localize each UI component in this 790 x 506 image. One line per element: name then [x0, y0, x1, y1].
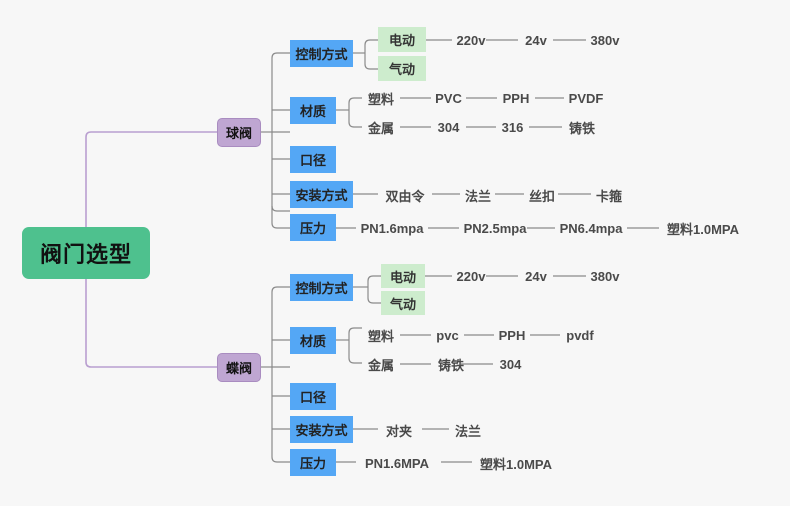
leaf-pn16mpa-diefa[interactable]: PN1.6MPA: [364, 455, 430, 471]
subtopic-jinshu-qiufa[interactable]: 金属: [367, 120, 394, 136]
subtopic-qidong-qiufa[interactable]: 气动: [378, 56, 426, 81]
leaf-24v-diefa[interactable]: 24v: [525, 268, 547, 284]
topic-yali-diefa[interactable]: 压力: [290, 449, 336, 476]
leaf-304-diefa[interactable]: 304: [499, 356, 522, 372]
leaf-pph-qiufa[interactable]: PPH: [502, 90, 530, 106]
leaf-220v-diefa[interactable]: 220v: [456, 268, 486, 284]
leaf-pn64mpa-qiufa[interactable]: PN6.4mpa: [559, 220, 623, 236]
topic-anzhuangfangshi-diefa[interactable]: 安装方式: [290, 416, 353, 443]
subtopic-suliao-diefa[interactable]: 塑料: [367, 328, 394, 344]
subtopic-diandong-diefa[interactable]: 电动: [381, 264, 425, 288]
topic-kongzhifangshi-qiufa[interactable]: 控制方式: [290, 40, 353, 67]
leaf-kagu-qiufa[interactable]: 卡箍: [595, 188, 622, 204]
topic-kongzhifangshi-diefa[interactable]: 控制方式: [290, 274, 353, 301]
leaf-304-qiufa[interactable]: 304: [437, 119, 460, 135]
leaf-pvc-qiufa[interactable]: PVC: [435, 90, 462, 106]
branch-node-qiufa[interactable]: 球阀: [217, 118, 261, 147]
leaf-falan-qiufa[interactable]: 法兰: [464, 188, 491, 204]
subtopic-jinshu-diefa[interactable]: 金属: [367, 357, 394, 373]
leaf-pph-diefa[interactable]: PPH: [498, 327, 526, 343]
leaf-pn25mpa-qiufa[interactable]: PN2.5mpa: [463, 220, 527, 236]
leaf-pn16mpa-qiufa[interactable]: PN1.6mpa: [360, 220, 424, 236]
leaf-suliao10mpa-qiufa[interactable]: 塑料1.0MPA: [667, 221, 739, 237]
topic-caizhi-diefa[interactable]: 材质: [290, 327, 336, 354]
leaf-380v-qiufa[interactable]: 380v: [590, 32, 620, 48]
leaf-zhutie-diefa[interactable]: 铸铁: [437, 357, 464, 373]
leaf-sikou-qiufa[interactable]: 丝扣: [528, 188, 555, 204]
subtopic-suliao-qiufa[interactable]: 塑料: [367, 91, 394, 107]
leaf-24v-qiufa[interactable]: 24v: [525, 32, 547, 48]
leaf-pvdf-qiufa[interactable]: PVDF: [568, 90, 604, 106]
root-node[interactable]: 阀门选型: [22, 227, 150, 279]
topic-yali-qiufa[interactable]: 压力: [290, 214, 336, 241]
topic-anzhuangfangshi-qiufa[interactable]: 安装方式: [290, 181, 353, 208]
leaf-pvdf-diefa[interactable]: pvdf: [566, 327, 594, 343]
leaf-zhutie-qiufa[interactable]: 铸铁: [568, 120, 595, 136]
leaf-316-qiufa[interactable]: 316: [501, 119, 524, 135]
subtopic-diandong-qiufa[interactable]: 电动: [378, 27, 426, 52]
leaf-220v-qiufa[interactable]: 220v: [456, 32, 486, 48]
branch-node-diefa[interactable]: 蝶阀: [217, 353, 261, 382]
topic-caizhi-qiufa[interactable]: 材质: [290, 97, 336, 124]
leaf-shuangyouling-qiufa[interactable]: 双由令: [385, 188, 425, 204]
leaf-pvc-diefa[interactable]: pvc: [436, 327, 459, 343]
topic-koujing-qiufa[interactable]: 口径: [290, 146, 336, 173]
leaf-suliao10mpa-diefa[interactable]: 塑料1.0MPA: [480, 456, 552, 472]
leaf-falan-diefa[interactable]: 法兰: [454, 423, 481, 439]
leaf-duijia-diefa[interactable]: 对夹: [385, 423, 412, 439]
leaf-380v-diefa[interactable]: 380v: [590, 268, 620, 284]
topic-koujing-diefa[interactable]: 口径: [290, 383, 336, 410]
subtopic-qidong-diefa[interactable]: 气动: [381, 291, 425, 315]
